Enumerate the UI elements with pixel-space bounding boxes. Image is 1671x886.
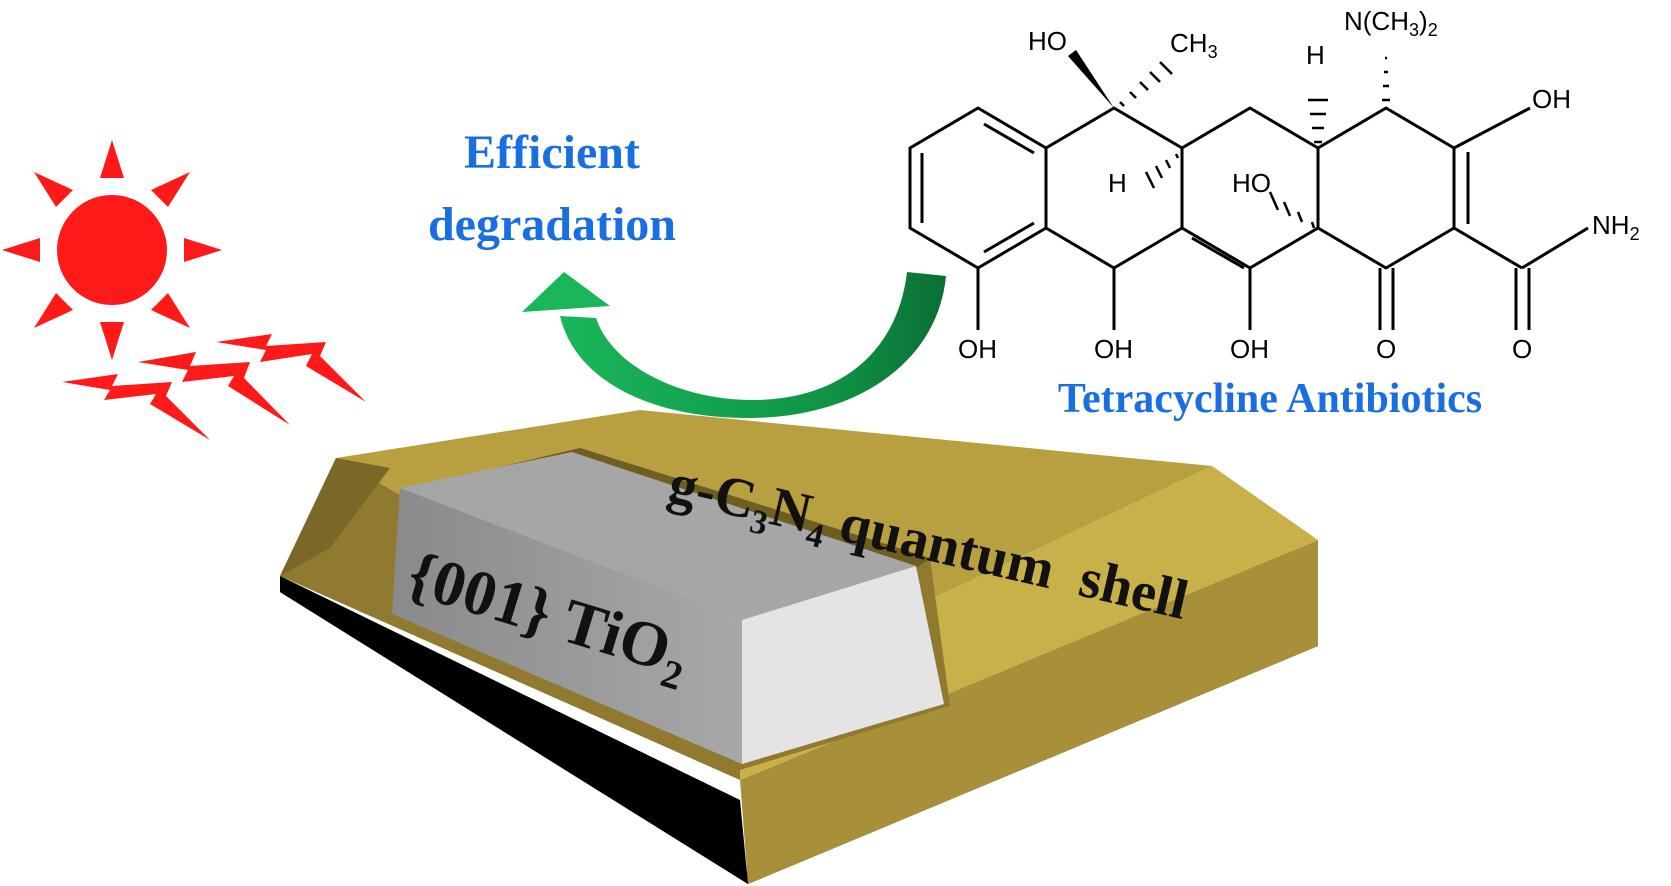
h-label-top: H — [1306, 40, 1325, 70]
oh-label-ring-d: OH — [1532, 84, 1571, 114]
antibiotic-label: Tetracycline Antibiotics — [1058, 376, 1482, 422]
oh-label-c12: OH — [1230, 334, 1269, 364]
stereo-bonds — [1068, 50, 1390, 229]
o-label-c1: O — [1376, 334, 1396, 364]
efficient-label-line1: Efficient — [464, 126, 640, 179]
tetracycline-structure — [908, 106, 1589, 330]
curved-arrow-icon — [522, 272, 946, 418]
molecule-labels: HO CH3 N(CH3)2 H OH H HO NH2 OH OH OH O … — [958, 6, 1640, 364]
core-shell-particle — [280, 410, 1318, 884]
sun-icon — [2, 140, 222, 360]
nh2-label: NH2 — [1592, 210, 1640, 244]
oh-label-c11: OH — [1094, 334, 1133, 364]
ho-label-c12a: HO — [1232, 168, 1271, 198]
nme2-label: N(CH3)2 — [1344, 6, 1438, 40]
ho-label-c6: HO — [1028, 26, 1067, 56]
oh-label-c10: OH — [958, 334, 997, 364]
ch3-label: CH3 — [1170, 28, 1218, 62]
efficient-label-line2: degradation — [428, 198, 676, 251]
light-bolt-icon — [62, 334, 366, 440]
o-label-amide: O — [1512, 334, 1532, 364]
h-label-left: H — [1108, 168, 1127, 198]
